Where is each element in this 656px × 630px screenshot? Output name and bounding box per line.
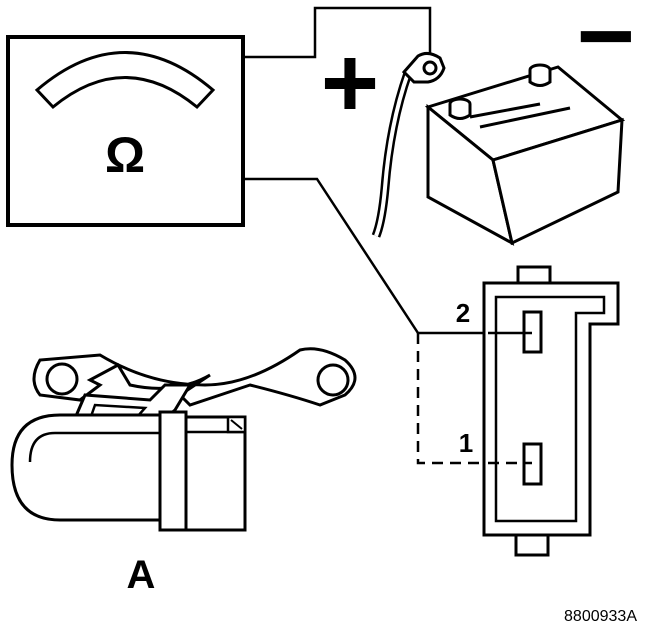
connector-body xyxy=(10,413,162,522)
battery-cable xyxy=(371,51,446,238)
terminal-2-label: 2 xyxy=(456,298,470,328)
bracket-hole-left xyxy=(45,362,79,396)
ground-lead-wire xyxy=(243,177,488,335)
lead-to-terminal-1 xyxy=(416,333,488,465)
connector-housing xyxy=(184,415,247,532)
terminal-1-label: 1 xyxy=(459,428,473,458)
connector-collar xyxy=(158,410,188,532)
test-leads xyxy=(243,6,488,465)
ohm-symbol: Ω xyxy=(105,127,145,183)
mounting-bracket xyxy=(32,347,357,407)
figure-id: 8800933A xyxy=(564,608,637,625)
terminal-leads xyxy=(488,331,532,465)
ohmmeter-scale-arc xyxy=(34,51,216,110)
positive-sign: + xyxy=(321,27,379,139)
battery-box xyxy=(424,63,626,246)
view-label-a: A xyxy=(127,553,156,597)
sensor-component xyxy=(482,265,620,557)
connector-detail xyxy=(10,347,357,532)
positive-lead-wire xyxy=(243,6,432,62)
ohmmeter: Ω xyxy=(6,35,245,227)
battery: + − xyxy=(321,0,635,246)
bracket-hole-right xyxy=(316,363,350,397)
negative-sign: − xyxy=(577,0,635,92)
